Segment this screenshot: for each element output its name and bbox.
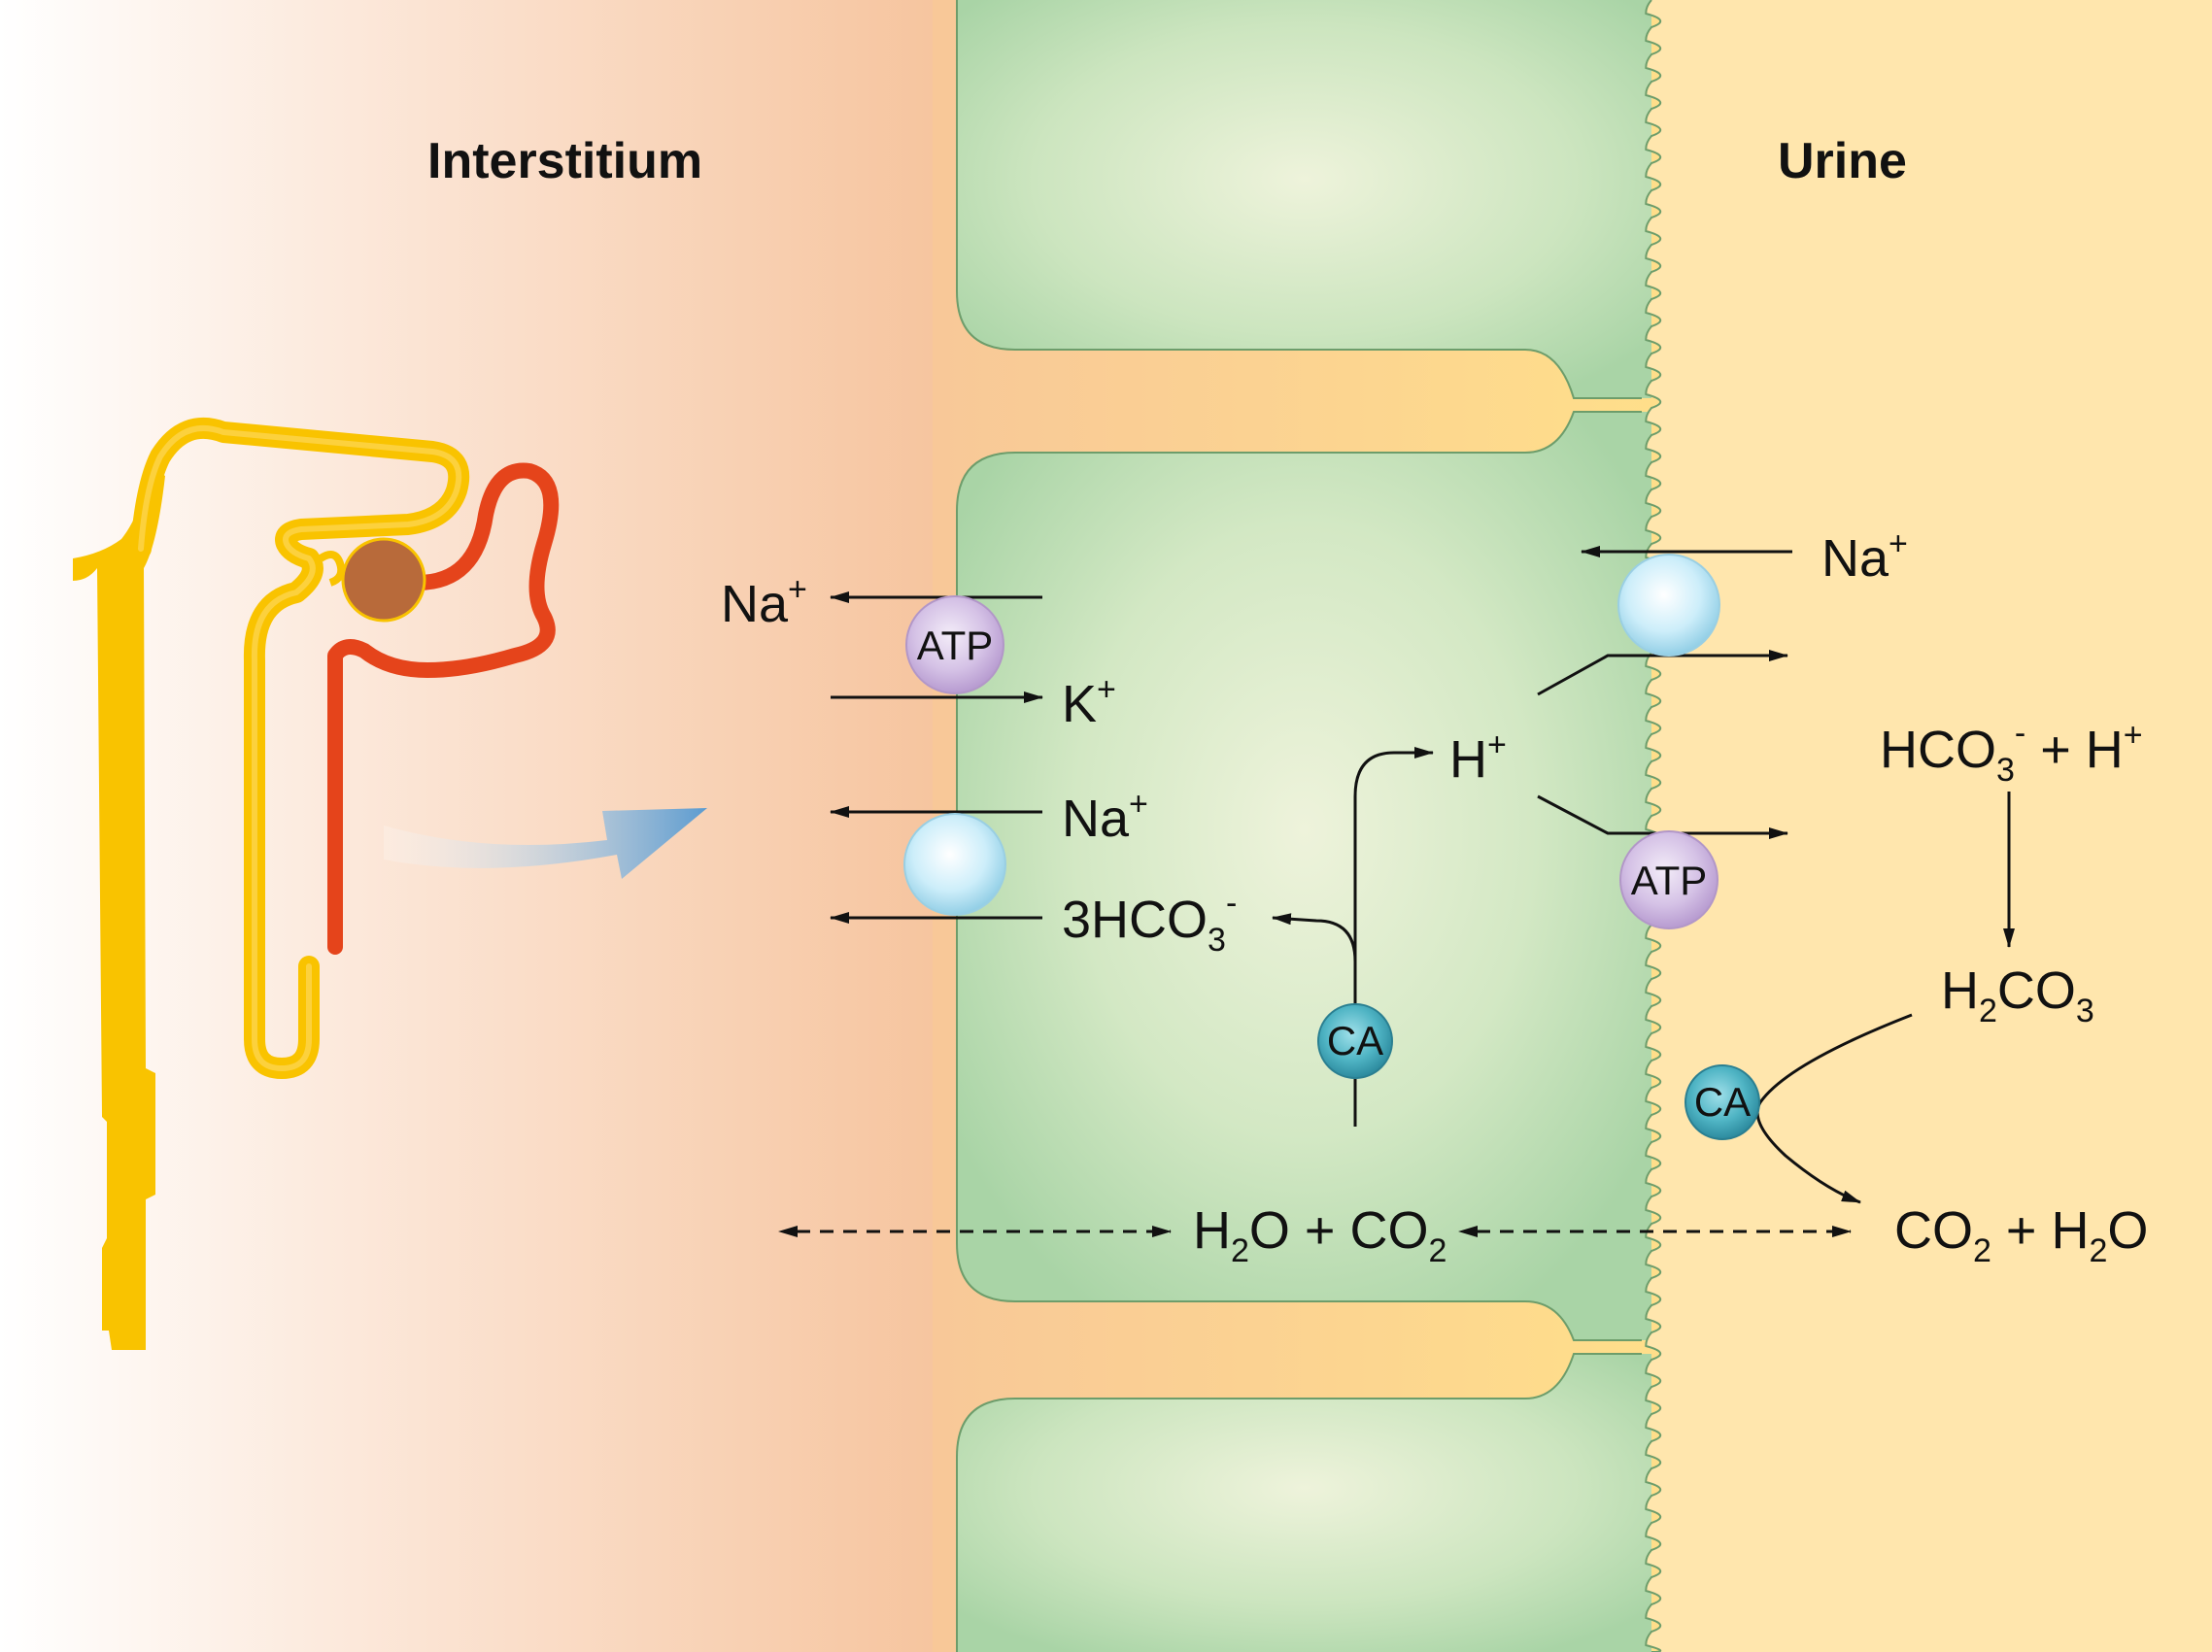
ca-to-h-arrow bbox=[1353, 747, 1434, 1010]
interstitium-label: Interstitium bbox=[427, 133, 702, 189]
k-in-label: K+ bbox=[1062, 671, 1116, 733]
hco3-h-lumen-label: HCO3- + H+ bbox=[1880, 715, 2143, 789]
h-atpase: ATP bbox=[1619, 830, 1719, 929]
nephron-icon bbox=[73, 417, 560, 1350]
h-intracellular-label: H+ bbox=[1449, 726, 1507, 789]
h2o-co2-intracellular-label: H2O + CO2 bbox=[1193, 1201, 1446, 1269]
brush-border bbox=[1646, 0, 2212, 1652]
h-exchanger-arrow bbox=[1537, 650, 1788, 696]
na-cotransport-label: Na+ bbox=[1062, 786, 1148, 848]
na-out-label: Na+ bbox=[721, 571, 807, 633]
epithelial-cell-bottom bbox=[957, 1354, 1651, 1652]
atp-basolateral-label: ATP bbox=[917, 623, 994, 668]
carbonic-anhydrase-apical: CA bbox=[1685, 1064, 1760, 1140]
urine-label: Urine bbox=[1778, 133, 1907, 189]
hco3-cotransport-label: 3HCO3- bbox=[1062, 885, 1237, 959]
epithelial-cell-main bbox=[957, 412, 1651, 1340]
interstitium-region bbox=[0, 0, 962, 1652]
na-apical-label: Na+ bbox=[1821, 525, 1908, 588]
afferent-arteriole bbox=[327, 462, 560, 955]
epithelial-cell-top bbox=[957, 0, 1651, 398]
atp-apical-label: ATP bbox=[1631, 858, 1708, 903]
carbonic-anhydrase-intracellular: CA bbox=[1317, 1003, 1393, 1079]
collecting-duct bbox=[73, 466, 165, 1350]
nephron-tubule-inner bbox=[138, 424, 462, 1071]
co2-h2o-lumen-label: CO2 + H2O bbox=[1894, 1201, 2148, 1269]
glomerulus bbox=[341, 537, 426, 623]
na-hco3-cotransporter bbox=[903, 813, 1006, 916]
na-k-atpase: ATP bbox=[905, 595, 1004, 694]
h-atpase-arrow bbox=[1537, 794, 1788, 839]
cell-outline-top bbox=[956, 0, 1642, 399]
na-h-exchanger bbox=[1617, 554, 1720, 657]
ca-intracellular-label: CA bbox=[1327, 1018, 1383, 1063]
brush-border-outline bbox=[1645, 0, 1662, 1652]
zoom-arrow bbox=[384, 808, 707, 879]
juxtaglomerular-loop bbox=[318, 551, 346, 587]
ca-apical-label: CA bbox=[1694, 1079, 1751, 1125]
h2co3-lumen-label: H2CO3 bbox=[1941, 961, 2094, 1029]
cell-outline-bottom bbox=[956, 1353, 1642, 1652]
